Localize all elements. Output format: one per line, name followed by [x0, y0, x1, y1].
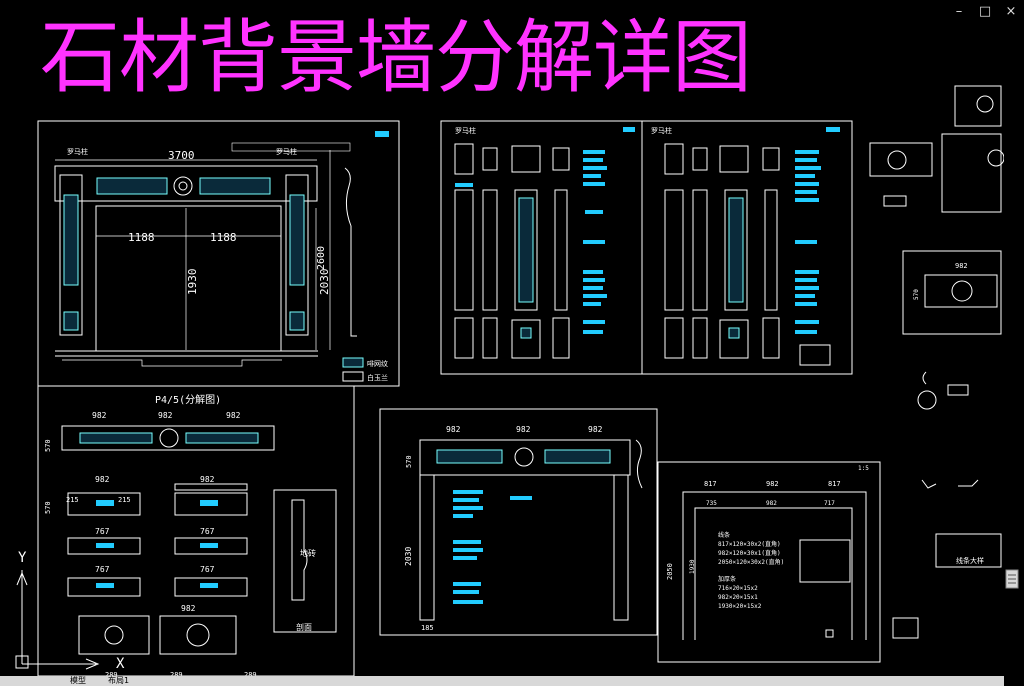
dim-total-width: 3700 — [168, 149, 195, 162]
svg-text:185: 185 — [421, 624, 434, 632]
svg-text:2050: 2050 — [666, 563, 674, 580]
svg-text:817×120×30x2(直角): 817×120×30x2(直角) — [718, 540, 781, 548]
dim-left-span: 1188 — [128, 231, 155, 244]
svg-text:570: 570 — [44, 439, 52, 452]
svg-text:570: 570 — [913, 289, 920, 300]
exploded-dim-3: 982 — [226, 411, 241, 420]
close-button[interactable]: × — [1005, 4, 1017, 19]
svg-text:1930×20×15x2: 1930×20×15x2 — [718, 603, 762, 610]
svg-text:982: 982 — [766, 480, 779, 488]
row2-dim-1: 982 — [95, 475, 110, 484]
ucs-icon: Y X — [15, 550, 125, 672]
svg-text:735: 735 — [706, 500, 717, 507]
restore-button[interactable]: □ — [978, 4, 992, 19]
dim-right-span: 1188 — [210, 231, 237, 244]
frame-dim-3: 982 — [588, 425, 603, 434]
rosette-ornament — [173, 176, 193, 196]
moulding-notes-title: 线条 — [718, 531, 730, 539]
marble-panel-right — [199, 177, 271, 195]
svg-text:2030: 2030 — [404, 547, 413, 566]
svg-text:982×120×30x1(直角): 982×120×30x1(直角) — [718, 549, 781, 557]
svg-text:982: 982 — [766, 500, 777, 507]
ucs-y-label: Y — [18, 550, 27, 566]
column-detail-panel: 罗马柱 罗马柱 — [440, 120, 853, 375]
tag-left-column: 罗马柱 — [67, 147, 88, 156]
section-side-label: 地砖 — [300, 548, 316, 558]
svg-text:570: 570 — [44, 501, 52, 514]
row2-dim-2: 982 — [200, 475, 215, 484]
exploded-dim-2: 982 — [158, 411, 173, 420]
dim-opening-height: 1930 — [186, 269, 199, 296]
minimize-button[interactable]: – — [955, 4, 963, 19]
svg-text:289: 289 — [244, 671, 257, 679]
svg-text:982: 982 — [181, 604, 196, 613]
detail-label: 线条大样 — [956, 556, 984, 565]
elevation-panel: 3700 1188 1188 1930 2030 2600 罗马柱 罗马柱 啡网… — [37, 120, 400, 387]
svg-text:1:5: 1:5 — [858, 465, 869, 472]
dim-height-b: 2600 — [316, 246, 327, 270]
frame-dim-2: 982 — [516, 425, 531, 434]
svg-text:加厚条: 加厚条 — [718, 575, 736, 583]
svg-text:289: 289 — [105, 671, 118, 679]
window-titlebar: – □ × — [0, 0, 1024, 24]
legend-item-1: 啡网纹 — [367, 359, 388, 368]
legend-item-2: 白玉兰 — [367, 373, 388, 382]
svg-text:289: 289 — [170, 671, 183, 679]
page-title: 石材背景墙分解详图 — [40, 11, 752, 104]
svg-text:1930: 1930 — [689, 559, 696, 574]
moulding-panel: 1:5 817 982 817 735 982 717 2050 1930 线条… — [657, 461, 881, 663]
svg-text:817: 817 — [704, 480, 717, 488]
svg-text:215: 215 — [118, 496, 131, 504]
svg-text:2050×120×30x2(直角): 2050×120×30x2(直角) — [718, 558, 784, 566]
svg-text:767: 767 — [200, 527, 215, 536]
tag-column-right: 罗马柱 — [651, 126, 672, 135]
vertical-scrollbar[interactable] — [1004, 24, 1020, 664]
ucs-x-label: X — [116, 656, 125, 672]
svg-text:716×20×15x2: 716×20×15x2 — [718, 585, 758, 592]
svg-text:767: 767 — [95, 565, 110, 574]
frame-panel: 982 982 982 2030 570 185 — [379, 408, 658, 636]
svg-text:767: 767 — [95, 527, 110, 536]
svg-text:717: 717 — [824, 500, 835, 507]
right-detail-panel: 982 570 线条大样 — [869, 85, 1005, 639]
svg-text:817: 817 — [828, 480, 841, 488]
svg-text:982: 982 — [955, 262, 968, 270]
exploded-panel: P4/5(分解图) 982 982 982 570 982 982 215 21… — [37, 385, 355, 679]
marble-panel-left — [96, 177, 168, 195]
tab-layout1[interactable]: 布局1 — [108, 676, 130, 685]
frame-dim-1: 982 — [446, 425, 461, 434]
svg-text:570: 570 — [405, 455, 413, 468]
tag-column-left: 罗马柱 — [455, 126, 476, 135]
layout-tab-bar — [0, 676, 1004, 686]
exploded-title: P4/5(分解图) — [155, 393, 221, 406]
svg-text:767: 767 — [200, 565, 215, 574]
exploded-dim-1: 982 — [92, 411, 107, 420]
svg-text:215: 215 — [66, 496, 79, 504]
svg-text:982×20×15x1: 982×20×15x1 — [718, 594, 758, 601]
dim-height-a: 2030 — [318, 269, 331, 296]
tab-model[interactable]: 模型 — [70, 676, 86, 685]
tag-right-column: 罗马柱 — [276, 147, 297, 156]
section-label: 剖面 — [296, 622, 312, 632]
